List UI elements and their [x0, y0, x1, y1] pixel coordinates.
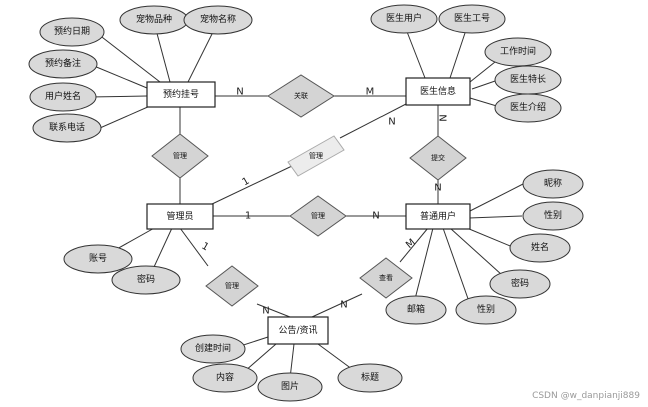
cardinality-submit-user: N	[434, 183, 441, 194]
entity-user: 普通用户	[405, 203, 471, 230]
attribute-doctor-specialty-label: 医生特长	[510, 73, 546, 85]
attribute-work-hours: 工作时间	[484, 37, 552, 67]
attribute-user-gender: 性别	[522, 201, 584, 231]
entity-appointment: 预约挂号	[146, 81, 216, 108]
attribute-title-label: 标题	[361, 371, 379, 383]
attribute-created-time: 创建时间	[180, 334, 246, 364]
entity-admin-label: 管理员	[166, 210, 193, 222]
attribute-user-gender-2-label: 性别	[477, 303, 495, 315]
cardinality-appointment-link: N	[236, 87, 243, 98]
attribute-doctor-user-label: 医生用户	[386, 12, 422, 24]
attribute-user-gender-label: 性别	[544, 209, 562, 221]
attribute-full-name-label: 姓名	[531, 241, 549, 253]
attribute-user-name-label: 用户姓名	[45, 90, 81, 102]
attribute-appointment-note: 预约备注	[28, 49, 98, 79]
entity-notice: 公告/资讯	[267, 316, 329, 345]
relationship-manage-notice: 管理	[205, 265, 259, 307]
entity-notice-label: 公告/资讯	[278, 324, 317, 336]
relationship-manage-notice-label: 管理	[225, 281, 239, 290]
attribute-account: 账号	[63, 244, 133, 274]
relationship-view-label: 查看	[379, 273, 393, 282]
attribute-email: 邮箱	[385, 295, 447, 325]
attribute-email-label: 邮箱	[407, 303, 425, 315]
attribute-appointment-note-label: 预约备注	[45, 57, 81, 69]
entity-doctor: 医生信息	[405, 77, 471, 106]
relationship-manage-appointment: 管理	[151, 133, 209, 179]
attribute-nickname-label: 昵称	[544, 177, 562, 189]
relationship-manage-appointment-label: 管理	[173, 151, 187, 160]
watermark: CSDN @w_danpianji889	[532, 391, 640, 401]
connector-lines	[88, 21, 524, 388]
attribute-appointment-date: 预约日期	[39, 17, 105, 47]
attribute-pet-name-label: 宠物名称	[200, 13, 236, 25]
attribute-content-label: 内容	[216, 371, 234, 383]
attribute-user-password-label: 密码	[511, 277, 529, 289]
relationship-manage-doctor-label: 管理	[309, 151, 323, 160]
attribute-pet-breed: 宠物品种	[119, 5, 189, 35]
cardinality-manage-notice-notice: N	[262, 306, 269, 317]
cardinality-manage-doctor-doctor: N	[388, 117, 395, 128]
relationship-link: 关联	[267, 74, 335, 118]
attribute-appointment-date-label: 预约日期	[54, 25, 90, 37]
attribute-admin-password: 密码	[111, 265, 181, 295]
cardinality-admin-manage-notice: 1	[199, 241, 210, 254]
attribute-doctor-intro: 医生介绍	[494, 93, 562, 123]
cardinality-doctor-submit: N	[437, 114, 448, 121]
attribute-content: 内容	[192, 363, 258, 393]
attribute-contact-phone-label: 联系电话	[49, 121, 85, 133]
relationship-manage-user-label: 管理	[311, 211, 325, 220]
attribute-user-password: 密码	[489, 269, 551, 299]
attribute-nickname: 昵称	[522, 169, 584, 199]
attribute-pet-breed-label: 宠物品种	[136, 13, 172, 25]
attribute-work-hours-label: 工作时间	[500, 45, 536, 57]
cardinality-admin-manage-doctor: 1	[240, 176, 251, 189]
attribute-contact-phone: 联系电话	[32, 113, 102, 143]
entity-doctor-label: 医生信息	[420, 85, 456, 97]
attribute-doctor-id-label: 医生工号	[454, 12, 490, 24]
attribute-image-label: 图片	[281, 380, 299, 392]
entity-user-label: 普通用户	[420, 210, 456, 222]
relationship-manage-user: 管理	[289, 195, 347, 237]
relationship-submit: 提交	[409, 135, 467, 181]
cardinality-manage-user-user: N	[372, 211, 379, 222]
cardinality-link-doctor: M	[366, 87, 375, 98]
relationship-view: 查看	[359, 257, 413, 299]
cardinality-admin-manage-user: 1	[245, 211, 251, 222]
attribute-doctor-user: 医生用户	[370, 4, 438, 34]
relationship-manage-doctor: 管理	[287, 135, 345, 177]
entity-admin: 管理员	[146, 203, 214, 230]
attribute-title: 标题	[337, 363, 403, 393]
attribute-full-name: 姓名	[509, 233, 571, 263]
attribute-pet-name: 宠物名称	[183, 5, 253, 35]
attribute-doctor-id: 医生工号	[438, 4, 506, 34]
attribute-created-time-label: 创建时间	[195, 342, 231, 354]
relationship-submit-label: 提交	[431, 153, 445, 162]
attribute-admin-password-label: 密码	[137, 273, 155, 285]
attribute-image: 图片	[257, 372, 323, 402]
cardinality-view-user: M	[404, 237, 418, 251]
attribute-account-label: 账号	[89, 253, 107, 264]
attribute-doctor-specialty: 医生特长	[494, 65, 562, 95]
relationship-link-label: 关联	[294, 91, 308, 100]
attribute-doctor-intro-label: 医生介绍	[510, 101, 546, 113]
entity-appointment-label: 预约挂号	[163, 88, 199, 100]
cardinality-notice-view: N	[340, 300, 347, 311]
attribute-user-gender-2: 性别	[455, 295, 517, 325]
attribute-user-name: 用户姓名	[29, 82, 97, 112]
